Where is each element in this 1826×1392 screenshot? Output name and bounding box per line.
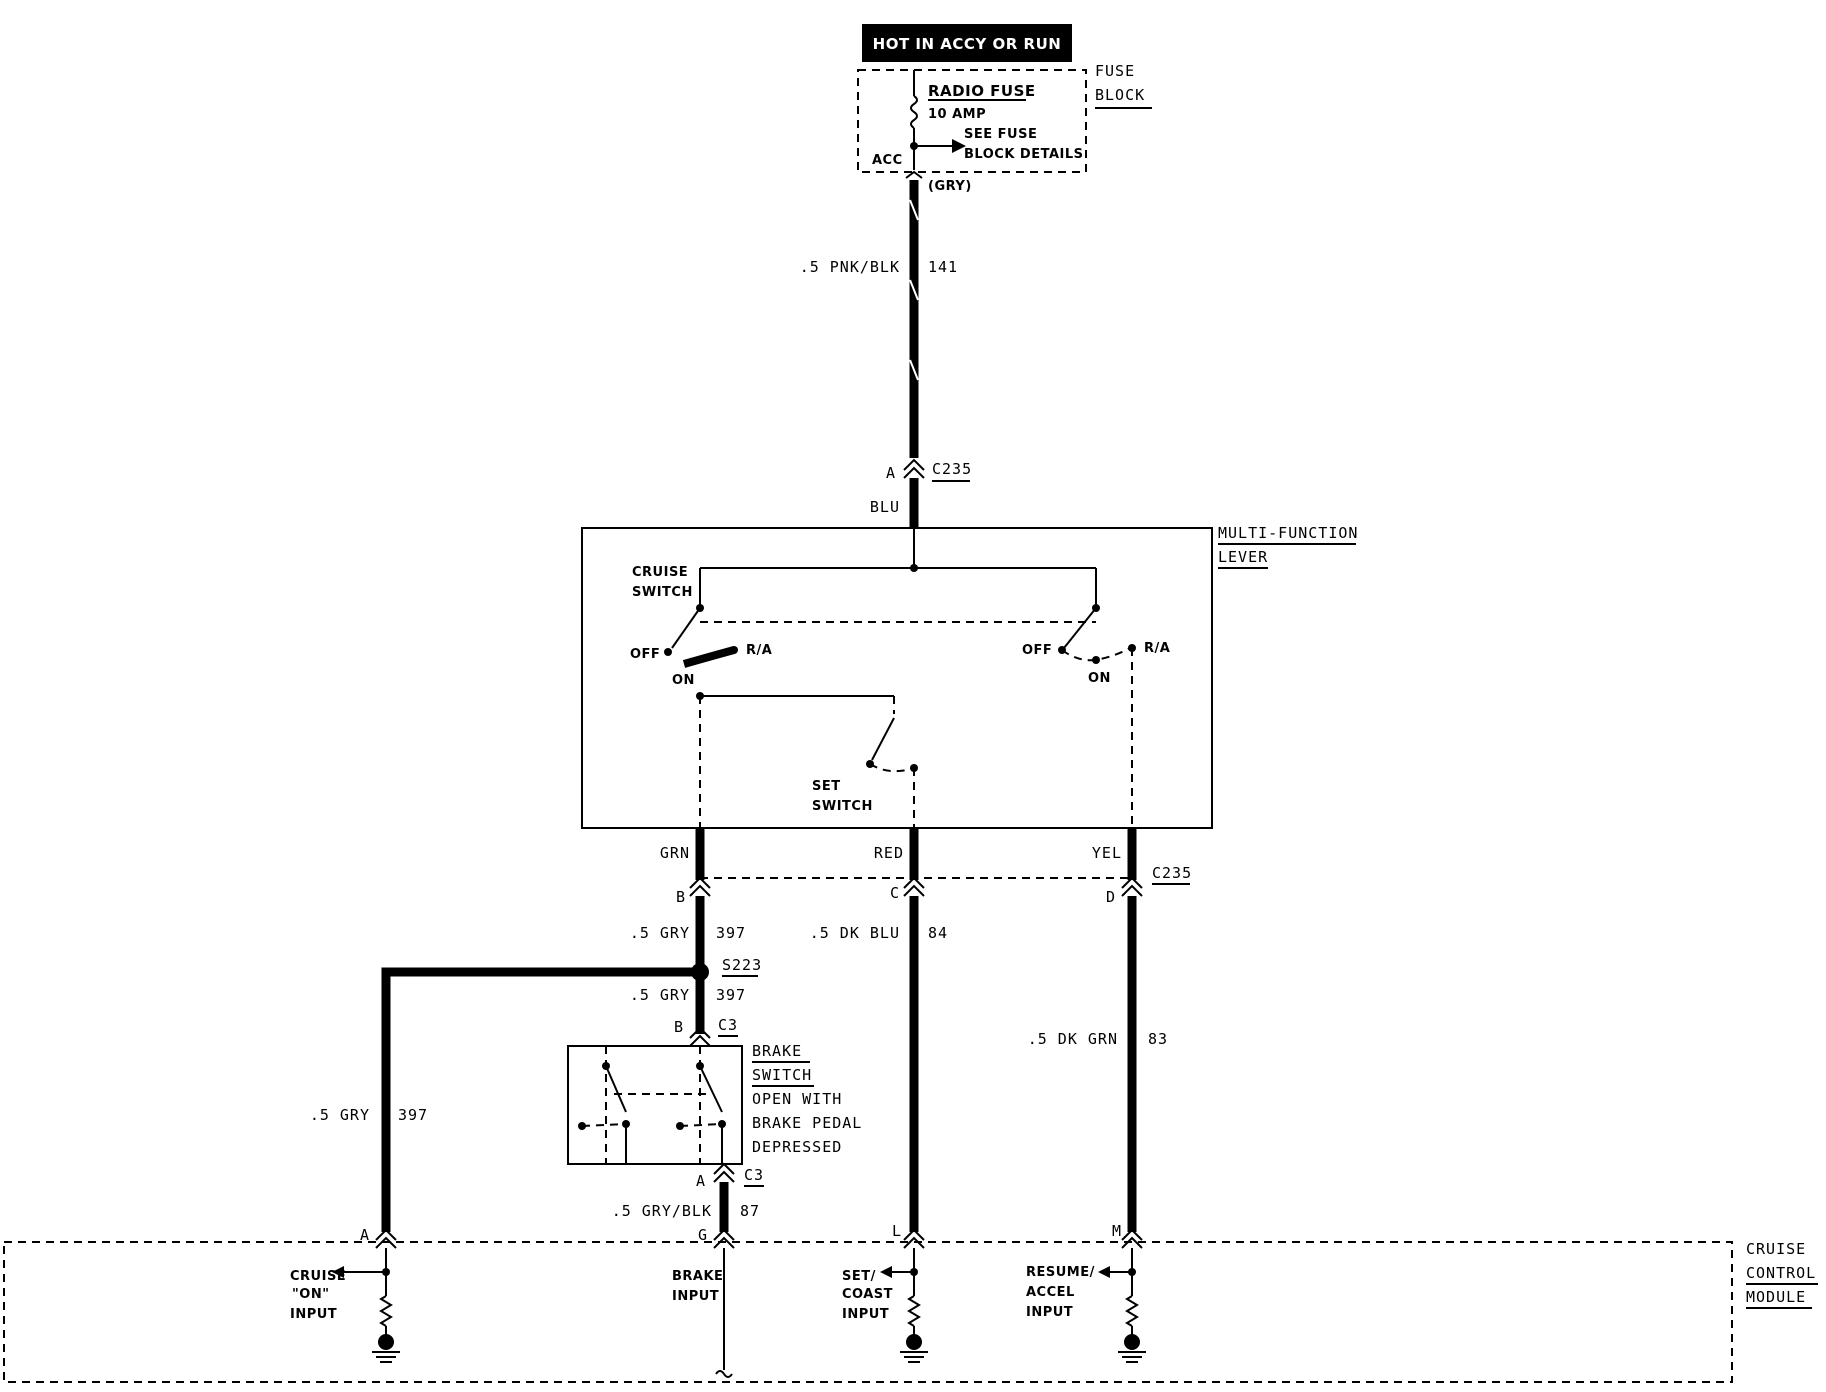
radio-fuse-label: RADIO FUSE <box>928 82 1036 100</box>
pin-a-desc-2: "ON" <box>292 1287 329 1302</box>
dkblu-circuit: 84 <box>928 924 948 942</box>
see-fuse-line2: BLOCK DETAILS <box>964 147 1084 162</box>
main-feed-circuit: 141 <box>928 258 958 276</box>
fuse-block-label-1: FUSE <box>1095 62 1135 80</box>
c235-top-label: C235 <box>932 460 972 478</box>
pin-l-label: L <box>892 1222 902 1240</box>
yel-label: YEL <box>1092 844 1122 862</box>
ra-left: R/A <box>746 643 772 658</box>
pin-g-label: G <box>698 1226 708 1244</box>
dkgrn-circuit: 83 <box>1148 1030 1168 1048</box>
c3-bottom-label: C3 <box>744 1166 764 1184</box>
ccm-pin-m: M RESUME/ ACCEL INPUT <box>1026 1222 1146 1363</box>
c3-top-pin: B <box>674 1018 684 1036</box>
pin-a-desc-3: INPUT <box>290 1307 337 1322</box>
ccm-label-1: CRUISE <box>1746 1240 1806 1258</box>
red-label: RED <box>874 844 904 862</box>
connector-c235-top: A C235 BLU <box>870 458 972 528</box>
gry-b-gauge: .5 GRY <box>630 924 690 942</box>
gry-left-circuit: 397 <box>398 1106 428 1124</box>
dkgrn-gauge: .5 DK GRN <box>1028 1030 1118 1048</box>
pin-d: D <box>1106 888 1116 906</box>
ra-right: R/A <box>1144 641 1170 656</box>
gry-b-circuit: 397 <box>716 924 746 942</box>
set-switch-label-1: SET <box>812 779 841 794</box>
pin-a-label: A <box>360 1226 370 1244</box>
off-left: OFF <box>630 647 660 662</box>
grayblk-circuit: 87 <box>740 1202 760 1220</box>
c3-top-label: C3 <box>718 1016 738 1034</box>
arrow-right-icon <box>952 139 966 153</box>
pin-c: C <box>890 884 900 902</box>
set-switch-label-2: SWITCH <box>812 799 873 814</box>
fuse-block-label-2: BLOCK <box>1095 86 1145 104</box>
blu-wire-label: BLU <box>870 498 900 516</box>
on-right: ON <box>1088 671 1111 686</box>
gry-terminal: (GRY) <box>928 179 972 194</box>
pin-b: B <box>676 888 686 906</box>
ccm-label-2: CONTROL <box>1746 1264 1816 1282</box>
ccm-pin-a: A CRUISE "ON" INPUT <box>290 1226 400 1363</box>
pin-m-desc-2: ACCEL <box>1026 1285 1075 1300</box>
cruise-switch-label-1: CRUISE <box>632 565 688 580</box>
power-banner: HOT IN ACCY OR RUN <box>862 24 1072 62</box>
ccm-label-3: MODULE <box>1746 1288 1806 1306</box>
main-feed-wire: .5 PNK/BLK 141 <box>800 170 958 458</box>
fuse-rating: 10 AMP <box>928 107 986 122</box>
brake-switch-desc-3: DEPRESSED <box>752 1138 842 1156</box>
mfl-label-2: LEVER <box>1218 548 1268 566</box>
mfl-label-1: MULTI-FUNCTION <box>1218 524 1358 542</box>
ccm-pin-g: G BRAKE INPUT <box>672 1226 735 1378</box>
multi-function-lever: MULTI-FUNCTION LEVER CRUISE SWITCH OFF R… <box>581 524 1358 829</box>
gry-left-gauge: .5 GRY <box>310 1106 370 1124</box>
main-feed-gauge: .5 PNK/BLK <box>800 258 900 276</box>
pin-m-label: M <box>1112 1222 1122 1240</box>
off-right: OFF <box>1022 643 1052 658</box>
brake-switch-desc-2: BRAKE PEDAL <box>752 1114 862 1132</box>
pin-l-desc-2: COAST <box>842 1287 893 1302</box>
on-left: ON <box>672 673 695 688</box>
pin-a-desc-1: CRUISE <box>290 1269 346 1284</box>
see-fuse-line1: SEE FUSE <box>964 127 1037 142</box>
cruise-switch-label-2: SWITCH <box>632 585 693 600</box>
pin-m-desc-3: INPUT <box>1026 1305 1073 1320</box>
power-banner-text: HOT IN ACCY OR RUN <box>873 35 1062 53</box>
acc-label: ACC <box>872 153 903 168</box>
pin-g-desc-2: INPUT <box>672 1289 719 1304</box>
fuse-block: RADIO FUSE 10 AMP SEE FUSE BLOCK DETAILS… <box>857 62 1152 194</box>
gry-b2-gauge: .5 GRY <box>630 986 690 1004</box>
cruise-control-module: CRUISE CONTROL MODULE A CRUISE "ON" INPU… <box>3 1222 1818 1383</box>
grn-label: GRN <box>660 844 690 862</box>
dkblu-gauge: .5 DK BLU <box>810 924 900 942</box>
ccm-pin-l: L SET/ COAST INPUT <box>842 1222 928 1363</box>
connector-c3-bottom: A C3 .5 GRY/BLK 87 <box>612 1162 764 1232</box>
c3-bottom-pin: A <box>696 1172 706 1190</box>
gry-b2-circuit: 397 <box>716 986 746 1004</box>
brake-switch-label-2: SWITCH <box>752 1066 812 1084</box>
brake-switch-desc-1: OPEN WITH <box>752 1090 842 1108</box>
pin-l-desc-3: INPUT <box>842 1307 889 1322</box>
c235-top-pin: A <box>886 464 896 482</box>
pin-g-desc-1: BRAKE <box>672 1269 723 1284</box>
fuse-icon <box>910 95 918 129</box>
pin-l-desc-1: SET/ <box>842 1269 876 1284</box>
brake-switch-label-1: BRAKE <box>752 1042 802 1060</box>
lever-output-wires: GRN RED YEL B C D C235 .5 GRY 397 S223 .… <box>310 828 1192 1232</box>
brake-switch: BRAKE SWITCH OPEN WITH BRAKE PEDAL DEPRE… <box>567 1042 862 1165</box>
grayblk-gauge: .5 GRY/BLK <box>612 1202 712 1220</box>
pin-m-desc-1: RESUME/ <box>1026 1265 1095 1280</box>
c235-bottom-label: C235 <box>1152 864 1192 882</box>
splice-label: S223 <box>722 956 762 974</box>
